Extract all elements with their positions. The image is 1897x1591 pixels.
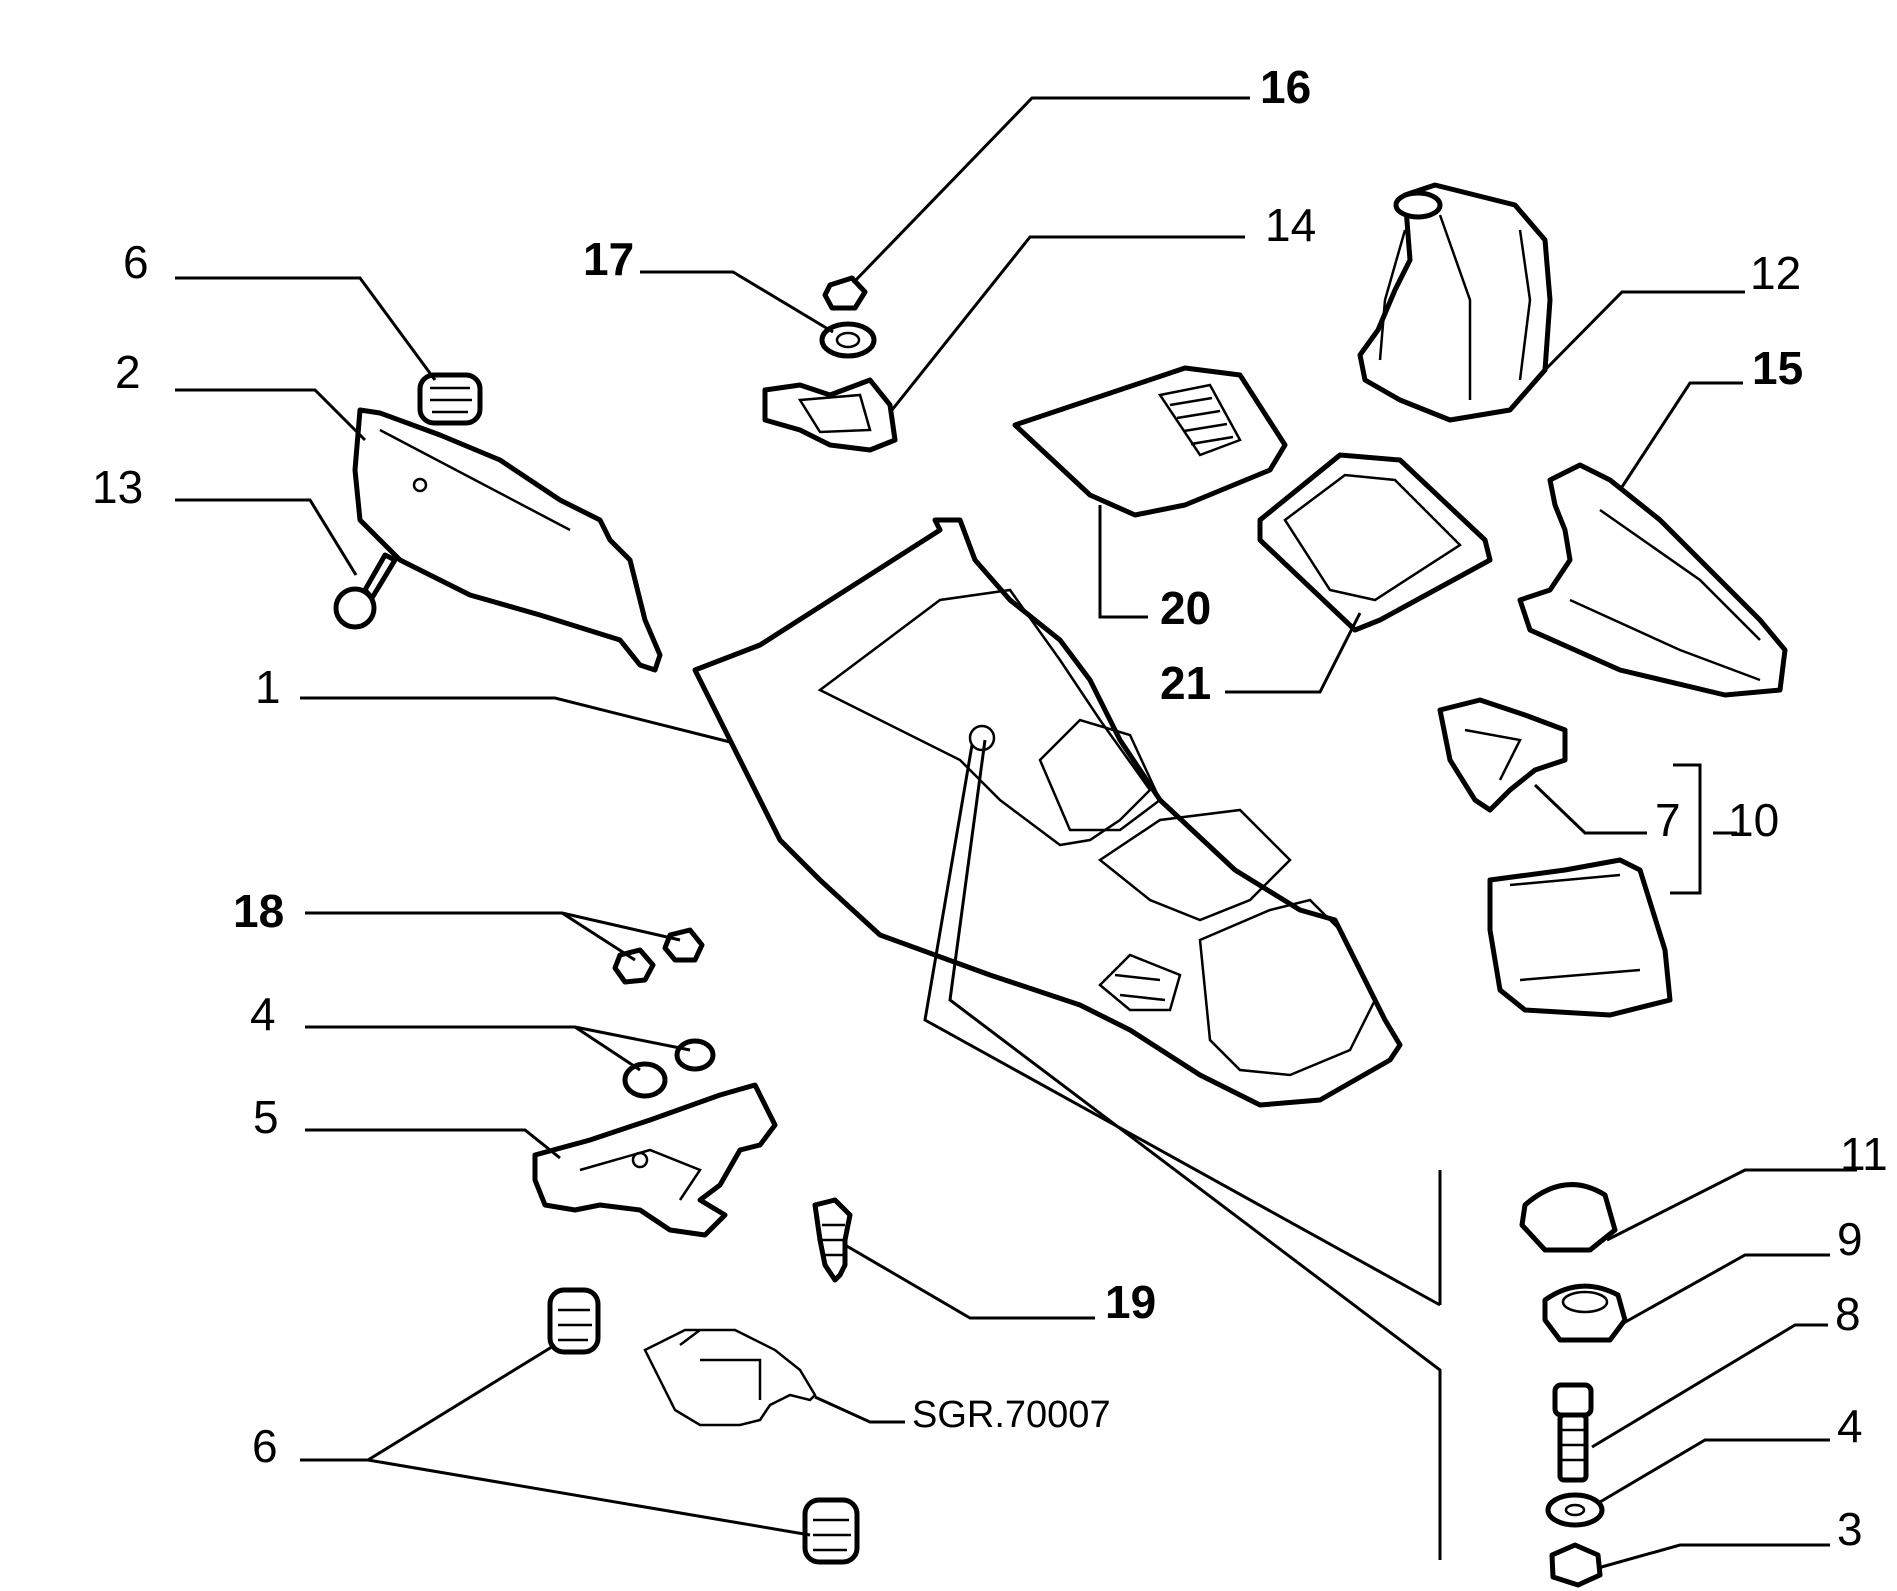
label-2: 2 [115,346,141,398]
leader-19 [844,1243,1095,1320]
leader-sgr [814,1395,905,1424]
leader-console-hardware-2 [923,744,1441,1307]
leader-10 [1670,763,1702,895]
callout-labels: 16 17 14 6 2 13 12 15 20 21 1 7 10 18 4 … [92,61,1888,1555]
part-15-gaiter [1517,462,1788,698]
part-9-bushing [1542,1283,1628,1343]
leader-6-bottom [300,1343,556,1462]
part-16-nut [822,275,868,311]
label-16: 16 [1260,61,1311,113]
label-20: 20 [1160,582,1211,634]
part-12-gear-boot [1357,182,1553,423]
label-21: 21 [1160,657,1211,709]
label-4-right: 4 [1837,1400,1863,1452]
part-21-frame [1257,452,1493,633]
leader-7 [1533,783,1647,835]
part-13-screw [333,552,398,630]
label-4-left: 4 [250,988,276,1040]
label-19: 19 [1105,1276,1156,1328]
leader-21 [1225,612,1362,694]
label-15: 15 [1752,342,1803,394]
leader-12 [1538,290,1745,377]
part-1-center-console [692,517,1403,1108]
leader-8 [1591,1323,1828,1449]
leader-13 [175,498,358,576]
part-4-washer-right [1545,1492,1605,1528]
part-2-side-panel [352,407,663,673]
leader-11 [1606,1168,1857,1242]
label-13: 13 [92,461,143,513]
label-11: 11 [1840,1128,1888,1180]
part-8-bolt [1552,1382,1594,1483]
leader-17 [640,270,834,334]
ref-assembly-sgr [643,1328,817,1427]
label-14: 14 [1265,199,1316,251]
leader-2 [175,388,367,442]
label-3: 3 [1837,1503,1863,1555]
leader-9 [1619,1253,1830,1327]
leader-15 [1618,381,1743,491]
leader-4-right [1599,1438,1830,1504]
part-10-tray [1487,857,1673,1018]
part-20-cover [1012,365,1288,518]
label-6-bottom: 6 [252,1420,278,1472]
label-9: 9 [1837,1213,1863,1265]
label-7: 7 [1655,794,1681,846]
part-7-insert [1437,697,1568,813]
leader-lines [175,96,1857,1570]
leader-16 [851,96,1250,285]
leader-4-left [305,1025,641,1072]
leader-3 [1597,1543,1830,1570]
label-18: 18 [233,885,284,937]
leader-console-hardware [948,739,1442,1560]
label-8: 8 [1835,1288,1861,1340]
label-1: 1 [255,661,281,713]
label-sgr-reference: SGR.70007 [912,1394,1111,1436]
leader-1 [300,696,731,744]
leader-18 [305,911,636,962]
leader-20 [1098,505,1148,619]
label-5: 5 [253,1091,279,1143]
leader-5 [305,1128,561,1160]
part-5-bracket [532,1082,778,1238]
leader-6-top [175,276,437,381]
part-19-screw [812,1197,853,1283]
label-6-top: 6 [123,236,149,288]
part-6-clips-bottom [547,1287,860,1565]
label-10: 10 [1728,794,1779,846]
part-14-bracket [762,377,898,453]
part-6-clip-top [417,372,483,426]
leader-14 [890,235,1245,411]
part-17-washer [819,321,877,359]
label-17: 17 [583,233,634,285]
part-3-nut [1549,1542,1603,1588]
label-12: 12 [1750,247,1801,299]
part-11-cap [1519,1182,1618,1253]
